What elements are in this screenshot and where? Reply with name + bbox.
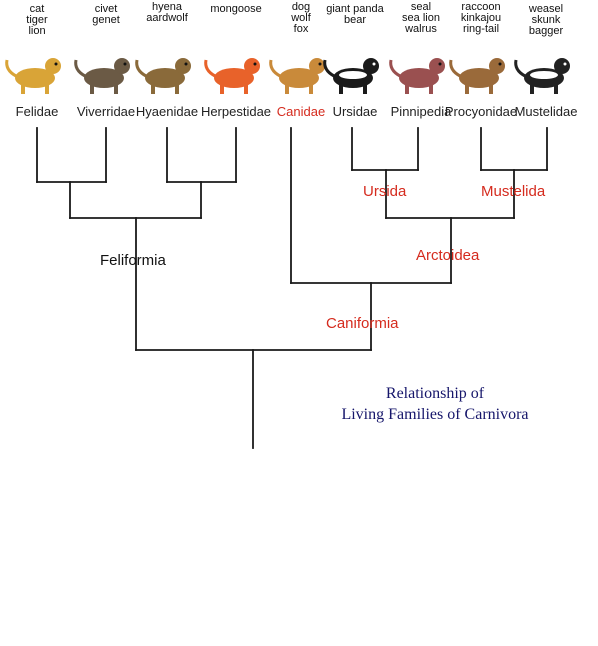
common-names-viverridae: civet genet — [92, 3, 120, 26]
seal-icon — [389, 58, 445, 94]
family-label-hyaenidae: Hyaenidae — [135, 104, 199, 119]
panda-icon — [323, 58, 379, 94]
family-label-felidae: Felidae — [15, 104, 59, 119]
civet-icon — [74, 58, 130, 94]
family-label-viverridae: Viverridae — [76, 104, 136, 119]
family-label-ursidae: Ursidae — [332, 104, 378, 119]
raccoon-icon — [449, 58, 505, 94]
common-names-herpestidae: mongoose — [210, 3, 262, 15]
dog-icon — [269, 58, 325, 94]
clade-label-feliformia: Feliformia — [100, 252, 166, 269]
common-names-mustelidae: weasel skunk bagger — [528, 3, 564, 37]
skunk-icon — [514, 58, 570, 94]
family-label-herpestidae: Herpestidae — [200, 104, 272, 119]
common-names-hyaenidae: hyena aardwolf — [146, 1, 188, 24]
common-names-canidae: dog wolf fox — [291, 1, 311, 35]
common-names-felidae: cat tiger lion — [26, 3, 48, 37]
lion-icon — [5, 58, 61, 94]
common-names-procyonidae: raccoon kinkajou ring-tail — [460, 1, 502, 35]
clade-label-mustelida: Mustelida — [481, 183, 546, 200]
common-names-pinnipedia: seal sea lion walrus — [402, 1, 440, 35]
clade-label-arctoidea: Arctoidea — [416, 247, 480, 264]
family-label-procyonidae: Procyonidae — [444, 104, 518, 119]
clade-label-caniformia: Caniformia — [326, 315, 399, 332]
hyena-icon — [135, 58, 191, 94]
family-label-pinnipedia: Pinnipedia — [390, 104, 452, 119]
family-label-mustelidae: Mustelidae — [514, 104, 578, 119]
mongoose-icon — [204, 58, 260, 94]
diagram-title: Relationship of Living Families of Carni… — [341, 385, 529, 423]
common-names-ursidae: giant panda bear — [326, 3, 384, 26]
family-label-canidae: Canidae — [276, 104, 326, 119]
clade-label-ursida: Ursida — [363, 183, 407, 200]
